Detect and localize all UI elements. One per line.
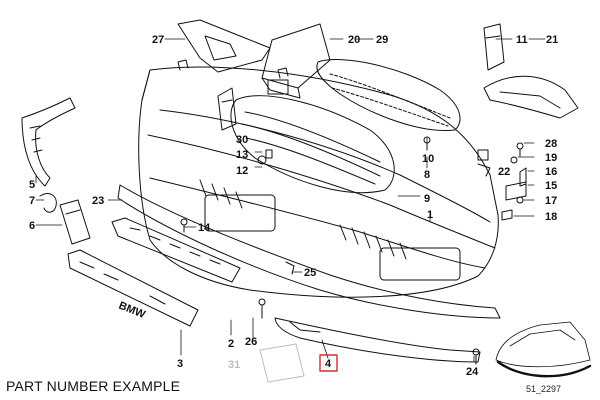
callout-12: 12 xyxy=(236,165,248,177)
callout-13: 13 xyxy=(236,149,248,161)
callout-14: 14 xyxy=(198,222,211,234)
callout-9: 9 xyxy=(424,193,430,205)
bumper-support-bracket xyxy=(67,249,199,327)
callout-labels: 27 20 29 11 21 30 13 12 10 8 9 1 5 7 6 2… xyxy=(29,34,558,378)
diagram-code: 51_2297 xyxy=(526,384,562,394)
callout-28: 28 xyxy=(545,138,557,150)
hardware-items xyxy=(477,142,527,221)
callout-23: 23 xyxy=(92,195,104,207)
callout-8: 8 xyxy=(424,169,430,181)
callout-22: 22 xyxy=(498,166,510,178)
callout-1: 1 xyxy=(427,209,433,221)
callout-11: 11 xyxy=(516,34,528,46)
air-duct xyxy=(261,23,331,99)
side-clip xyxy=(39,193,57,213)
callout-10: 10 xyxy=(422,153,434,165)
upper-bracket-left xyxy=(177,19,271,73)
callout-5: 5 xyxy=(29,179,35,191)
callout-7: 7 xyxy=(29,195,35,207)
callout-19: 19 xyxy=(545,152,557,164)
callout-3: 3 xyxy=(177,358,183,370)
highlight-box-4 xyxy=(319,354,338,372)
callout-18: 18 xyxy=(545,211,557,223)
callout-27: 27 xyxy=(152,34,164,46)
bumper-cover xyxy=(138,59,499,298)
callout-25: 25 xyxy=(304,267,316,279)
callout-4: 4 xyxy=(325,358,332,370)
callout-30: 30 xyxy=(236,134,248,146)
side-trim-strip xyxy=(21,97,76,187)
lower-spoiler-strip xyxy=(117,184,501,319)
callout-26: 26 xyxy=(245,336,257,348)
callout-6: 6 xyxy=(29,220,35,232)
callout-21: 21 xyxy=(546,34,558,46)
side-bracket xyxy=(59,199,91,245)
mount-bracket xyxy=(217,87,237,131)
callout-31: 31 xyxy=(228,359,240,371)
callout-29: 29 xyxy=(376,34,388,46)
leader-lines xyxy=(35,38,546,363)
side-support-right xyxy=(483,23,579,119)
callout-16: 16 xyxy=(545,166,557,178)
callout-2: 2 xyxy=(228,338,234,350)
callout-20: 20 xyxy=(348,34,360,46)
faded-part-31 xyxy=(259,343,305,383)
bumper-reinforcement xyxy=(111,217,241,283)
callout-17: 17 xyxy=(545,195,557,207)
car-thumbnail xyxy=(495,321,592,378)
front-spoiler-lip xyxy=(274,317,481,363)
callout-24: 24 xyxy=(466,366,479,378)
grille-left xyxy=(230,95,395,194)
part-number-example-caption: PART NUMBER EXAMPLE xyxy=(6,378,181,394)
callout-15: 15 xyxy=(545,180,557,192)
grille-right xyxy=(316,59,461,132)
